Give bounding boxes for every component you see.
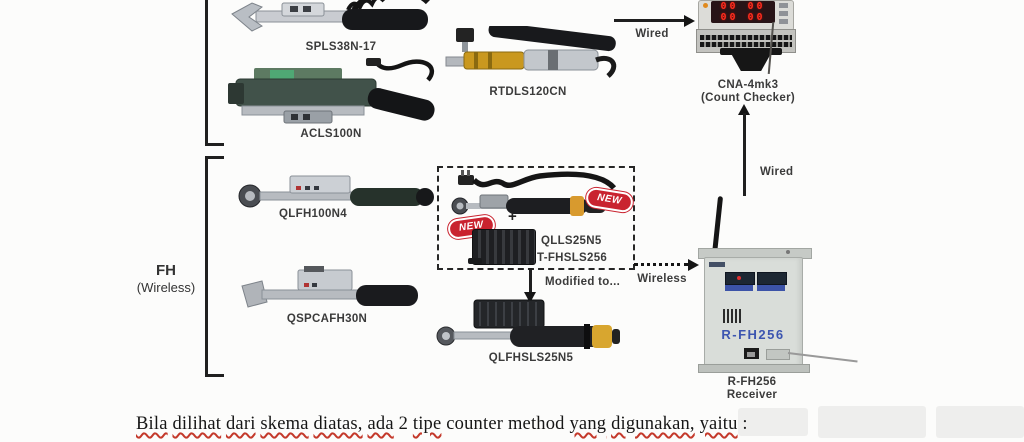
caption-word: method [507, 414, 565, 434]
rtdls-tool-image [445, 26, 617, 78]
wired-vertical-arrow [743, 113, 746, 196]
wired-group-bracket-line [205, 0, 208, 145]
caption-word: ada [367, 414, 394, 434]
caption-word: yaitu [699, 414, 738, 434]
wired-vertical-arrowhead-icon [738, 104, 750, 115]
qspcafh-tool-label: QSPCAFH30N [286, 313, 368, 325]
wired-top-label: Wired [635, 28, 669, 40]
spls-tool-image [231, 0, 430, 32]
cna-display-row1: 00 00 [720, 0, 766, 12]
background-artifact [738, 408, 808, 436]
qlfhsls-tool-image [436, 299, 620, 349]
qlfhsls-tool-label: QLFHSLS25N5 [488, 352, 574, 364]
t-fhsls-module-foot [468, 258, 482, 264]
cna-power-led [703, 3, 708, 8]
acls-tool-label: ACLS100N [300, 128, 362, 140]
fh-group-label: FH (Wireless) [122, 262, 210, 295]
caption-word: : [742, 414, 748, 434]
cna-display: 00 00 00 00 [711, 1, 775, 23]
acls-tool-image [228, 58, 435, 124]
fh-group-bracket-foot [205, 374, 224, 377]
caption-word: skema [260, 414, 309, 434]
wired-group-bracket-foot [205, 143, 224, 146]
modified-to-label: Modified to... [545, 276, 621, 288]
caption-word: dilihat [172, 414, 222, 434]
wired-vertical-label: Wired [760, 166, 794, 178]
plus-sign: + [508, 208, 518, 225]
receiver-barcode [723, 309, 741, 323]
fh-group-subtitle: (Wireless) [136, 280, 196, 295]
fh-group-title: FH [156, 262, 176, 279]
caption-word: tipe [412, 414, 442, 434]
wired-top-arrowhead-icon [684, 14, 695, 27]
wired-top-arrow [614, 19, 686, 22]
fh-group-bracket-top [205, 156, 224, 159]
receiver-body-text: R-FH256 [721, 327, 785, 342]
caption-word: dari [225, 414, 256, 434]
caption-word: counter [446, 414, 504, 434]
wireless-arrowhead-icon [688, 259, 699, 271]
receiver-window-2 [757, 272, 787, 285]
new-products-box [437, 166, 635, 270]
caption-word: 2 [398, 414, 409, 434]
receiver-name-label: R-FH256 [727, 376, 777, 388]
spls-tool-label: SPLS38N-17 [305, 41, 377, 53]
receiver-subtitle-label: Receiver [726, 389, 778, 401]
cna-subtitle-label: (Count Checker) [701, 92, 795, 104]
qlfh-tool-label: QLFH100N4 [279, 208, 347, 220]
qlls-tool-image [451, 170, 617, 216]
fh-group-bracket-line [205, 156, 208, 376]
caption-word: yang [569, 414, 607, 434]
qlls-label: QLLS25N5 [541, 235, 602, 247]
cna-device-image: 00 00 00 00 [696, 0, 796, 76]
wireless-label: Wireless [637, 273, 687, 285]
caption-text: Bila dilihat dari skema diatas, ada 2 ti… [136, 414, 748, 435]
receiver-device-image: R-FH256 [694, 192, 858, 374]
modified-to-arrowhead-icon [524, 292, 536, 303]
receiver-logo [709, 262, 725, 267]
background-artifact [936, 406, 1024, 438]
rtdls-tool-label: RTDLS120CN [489, 86, 567, 98]
t-fhsls-label: T-FHSLS256 [537, 252, 608, 264]
cna-display-row2: 00 00 [720, 11, 766, 23]
caption-word: digunakan, [611, 414, 695, 434]
modified-to-arrow [529, 268, 532, 293]
caption-word: Bila [136, 414, 168, 434]
background-artifact [818, 406, 926, 438]
receiver-antenna [712, 196, 724, 255]
wireless-arrow [634, 263, 688, 266]
qlfh-tool-image [238, 175, 434, 208]
caption-word: diatas, [313, 414, 363, 434]
qspcafh-tool-image [241, 266, 418, 308]
t-fhsls-module-image [472, 229, 536, 265]
cna-name-label: CNA-4mk3 [717, 79, 779, 91]
